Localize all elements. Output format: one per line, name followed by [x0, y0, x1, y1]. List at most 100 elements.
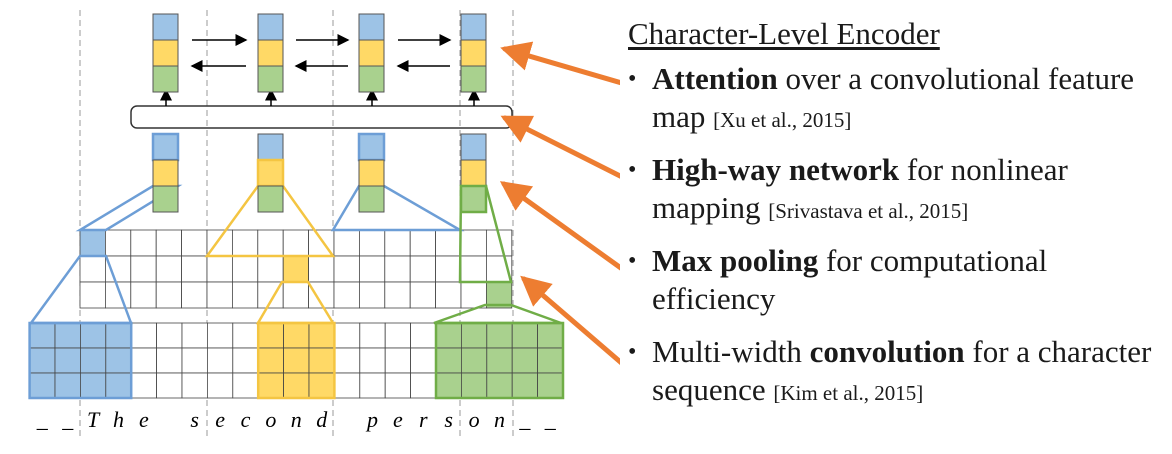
- embedding-cell: [511, 372, 539, 399]
- embedding-cell: [156, 347, 183, 374]
- feature-cell: [181, 255, 208, 283]
- embedding-cell: [359, 322, 386, 349]
- citation: [Kim et al., 2015]: [773, 381, 924, 405]
- character-label: p: [365, 407, 378, 432]
- character-label: e: [393, 407, 403, 432]
- feature-cell: [485, 281, 513, 309]
- embedding-cell: [105, 372, 132, 399]
- bullet-keyword: convolution: [809, 334, 965, 369]
- panel-title: Character-Level Encoder: [628, 16, 940, 51]
- convolution-connectors: [28, 254, 562, 325]
- embedding-cell: [232, 322, 259, 349]
- embedding-cell: [511, 322, 539, 349]
- feature-cell: [282, 255, 310, 283]
- embedding-cell: [435, 347, 462, 374]
- embedding-cell: [511, 347, 539, 374]
- feature-cell: [79, 255, 106, 283]
- feature-cell: [257, 255, 284, 283]
- embedding-cell: [410, 347, 437, 374]
- feature-cell: [435, 255, 462, 283]
- character-label: e: [139, 407, 149, 432]
- bullet-max-pooling: • Max pooling for computational efficien…: [628, 243, 1048, 316]
- embedding-cell: [333, 347, 361, 374]
- embedding-cell: [54, 322, 81, 349]
- embedding-cell: [333, 372, 361, 399]
- feature-cell: [282, 229, 310, 257]
- feature-cell: [231, 281, 259, 309]
- citation: [Srivastava et al., 2015]: [768, 199, 969, 223]
- feature-cell: [257, 229, 284, 257]
- feature-cell: [333, 281, 360, 309]
- embedding-cell: [460, 322, 488, 349]
- bullet-keyword: Attention: [652, 61, 778, 96]
- embedding-cell: [105, 347, 132, 374]
- convolution-feature-map: [79, 229, 513, 309]
- feature-cell: [384, 229, 411, 257]
- embedding-cell: [410, 372, 437, 399]
- embedding-cell: [181, 372, 208, 399]
- feature-cell: [282, 281, 310, 309]
- character-label: n: [291, 407, 302, 432]
- embedding-cell: [384, 347, 412, 374]
- embedding-cell: [206, 347, 234, 374]
- embedding-cell: [130, 372, 157, 399]
- bullet-convolution: • Multi-width convolution for a characte…: [628, 334, 1152, 407]
- embedding-cell: [206, 322, 234, 349]
- embedding-cell: [308, 322, 335, 349]
- character-label: s: [444, 407, 453, 432]
- bullet-keyword: Max pooling: [652, 243, 819, 278]
- feature-cell: [206, 255, 233, 283]
- embedding-cell: [181, 347, 208, 374]
- embedding-cell: [257, 347, 285, 374]
- bullet-keyword: High-way network: [652, 152, 900, 187]
- feature-cell: [155, 229, 182, 257]
- embedding-cell: [333, 322, 361, 349]
- bullet-attention: • Attention over a convolutional feature…: [628, 61, 1135, 134]
- feature-cell: [409, 229, 437, 257]
- character-label: _: [61, 407, 74, 432]
- feature-cell: [333, 255, 360, 283]
- embedding-cell: [80, 347, 107, 374]
- embedding-cell: [460, 372, 488, 399]
- embedding-cell: [486, 347, 513, 374]
- pooled-vectors: [151, 132, 488, 214]
- character-label: d: [316, 407, 328, 432]
- embedding-cell: [486, 322, 513, 349]
- embedding-cell: [384, 372, 412, 399]
- feature-cell: [231, 255, 259, 283]
- embedding-cell: [80, 372, 107, 399]
- character-label: s: [190, 407, 199, 432]
- feature-cell: [105, 281, 132, 309]
- feature-cell: [105, 229, 132, 257]
- embedding-cell: [29, 372, 56, 399]
- feature-cell: [181, 229, 208, 257]
- character-label: _: [518, 407, 531, 432]
- feature-cell: [358, 255, 386, 283]
- embedding-cell: [308, 347, 335, 374]
- feature-cell: [231, 229, 259, 257]
- feature-cell: [181, 281, 208, 309]
- feature-cell: [155, 255, 182, 283]
- embedding-cell: [257, 372, 285, 399]
- feature-cell: [384, 281, 411, 309]
- embedding-cell: [435, 372, 462, 399]
- feature-cell: [460, 281, 487, 309]
- embedding-cell: [384, 322, 412, 349]
- feature-cell: [358, 229, 386, 257]
- feature-cell: [308, 255, 335, 283]
- embedding-cell: [257, 322, 285, 349]
- embedding-cell: [537, 322, 564, 349]
- embedding-cell: [130, 322, 157, 349]
- attention-vectors: [152, 13, 487, 93]
- embedding-cell: [232, 372, 259, 399]
- feature-cell: [460, 255, 487, 283]
- embedding-cell: [537, 372, 564, 399]
- feature-cell: [409, 281, 437, 309]
- upward-arrows: [160, 88, 480, 106]
- character-label: T: [87, 407, 101, 432]
- character-label: o: [469, 407, 480, 432]
- embedding-cell: [537, 347, 564, 374]
- embedding-cell: [54, 372, 81, 399]
